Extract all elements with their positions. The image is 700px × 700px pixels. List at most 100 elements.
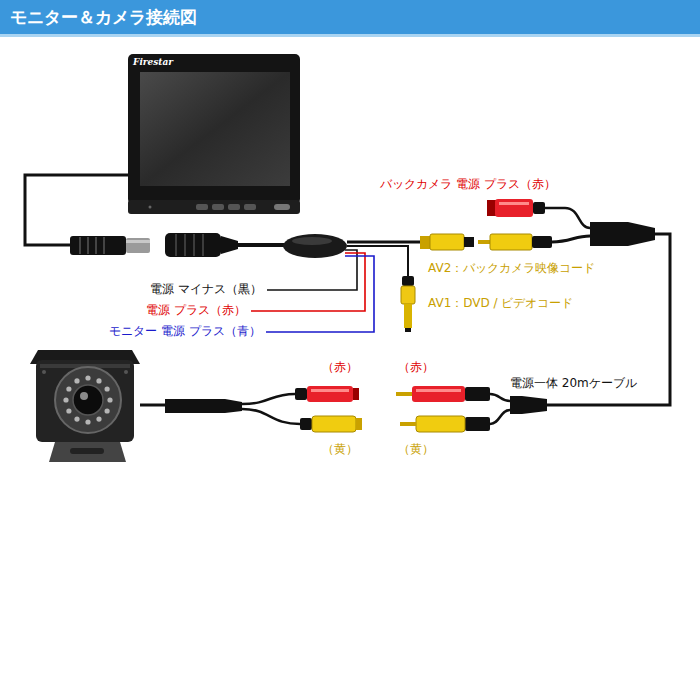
camera-symbol [36,360,134,442]
monitor-symbol [212,204,224,210]
harness-block [292,237,332,245]
mini-din-socket [184,234,186,256]
power-cable [545,208,590,228]
monitor-symbol [149,206,152,209]
harness-block [283,234,347,258]
camera-symbol [74,417,79,422]
color-label: （赤） [322,360,358,375]
camera-symbol [63,397,68,402]
rca-plug [465,387,490,401]
title-bar [0,0,700,34]
camera-symbol [105,408,110,413]
page-title: モニター＆カメラ接続図 [10,7,197,27]
extension-branch [490,394,510,424]
av-wire [347,246,408,278]
camera-cable [242,409,300,424]
camera-symbol [85,375,90,380]
rca-plug [412,386,465,402]
rca-plug [396,386,490,432]
rca-socket [312,416,356,432]
mini-din-plug [95,237,97,254]
rca-socket [353,388,359,400]
camera-symbol [96,378,101,383]
av2-cable [552,236,590,242]
monitor-cable [25,175,128,245]
mini-din-plug [87,237,89,254]
power-wire [266,256,374,332]
camera-symbol [80,392,88,400]
rca-av2-connector [478,240,490,244]
extension-branch [490,410,510,424]
rca-av2-connector [464,237,474,247]
monitor-symbol [140,72,290,186]
splitter-block [165,399,242,413]
color-label: （黄） [322,442,358,457]
rca-plug [416,416,465,432]
power-socket [495,199,533,217]
rca-socket [295,388,307,400]
mini-din-plug [70,236,126,255]
rca-av1-connector [401,276,415,332]
extension-branch [490,394,510,401]
mini-din-socket [202,234,204,256]
monitor-symbol [196,204,208,210]
color-label: （黄） [398,442,434,457]
mini-din-socket [165,233,286,257]
camera-symbol [124,370,128,374]
av-wire [347,242,420,278]
monitor-symbol [274,204,290,210]
rca-socket [300,418,312,430]
rca-av2-connector [532,236,552,248]
camera-symbol [70,448,104,454]
rca-plug [396,392,412,396]
monitor-symbol [128,54,300,214]
rca-av2-connector [420,234,552,250]
rca-plug [465,417,490,431]
power-cable [545,208,590,228]
camera-cable [140,394,300,424]
camera-symbol [42,370,46,374]
mini-din-plug [70,236,150,255]
wire-label: モニター 電源 プラス（青） [109,324,261,339]
camera-symbol [66,386,71,391]
monitor-symbol [128,54,300,204]
power-socket [533,202,545,214]
mini-din-plug [126,238,150,253]
splitter-block [165,399,242,413]
monitor-symbol [228,204,240,210]
rca-av1-connector [404,304,412,328]
splitter-block [510,396,547,414]
camera-symbol [107,397,112,402]
wire-label: 電源 プラス（赤） [146,303,246,318]
title-bar [0,34,700,37]
splitter-block [510,396,547,414]
camera-symbol [105,386,110,391]
power-socket [487,199,545,217]
mini-din-socket [175,234,177,256]
rca-socket [307,386,353,402]
rca-socket [311,389,349,392]
splitter-block [590,222,655,246]
camera-symbol [55,367,121,433]
mini-din-socket [165,233,221,257]
mini-din-plug [79,237,81,254]
harness-block [283,234,347,258]
rca-av2-connector [420,236,430,249]
av-wire [347,241,420,244]
power-wire [251,250,374,332]
mini-din-plug [103,237,105,254]
power-socket [499,202,529,205]
title-bar [0,0,700,37]
camera-symbol [96,417,101,422]
av2-cable [552,236,590,242]
splitter-block [590,222,655,246]
mini-din-socket [221,236,238,254]
rca-plug [400,422,416,426]
wire-label: 電源 マイナス（黒） [150,282,262,297]
camera-symbol [74,378,79,383]
camera-symbol [49,442,126,462]
power-wire [251,253,365,311]
rca-av1-connector [405,328,411,332]
